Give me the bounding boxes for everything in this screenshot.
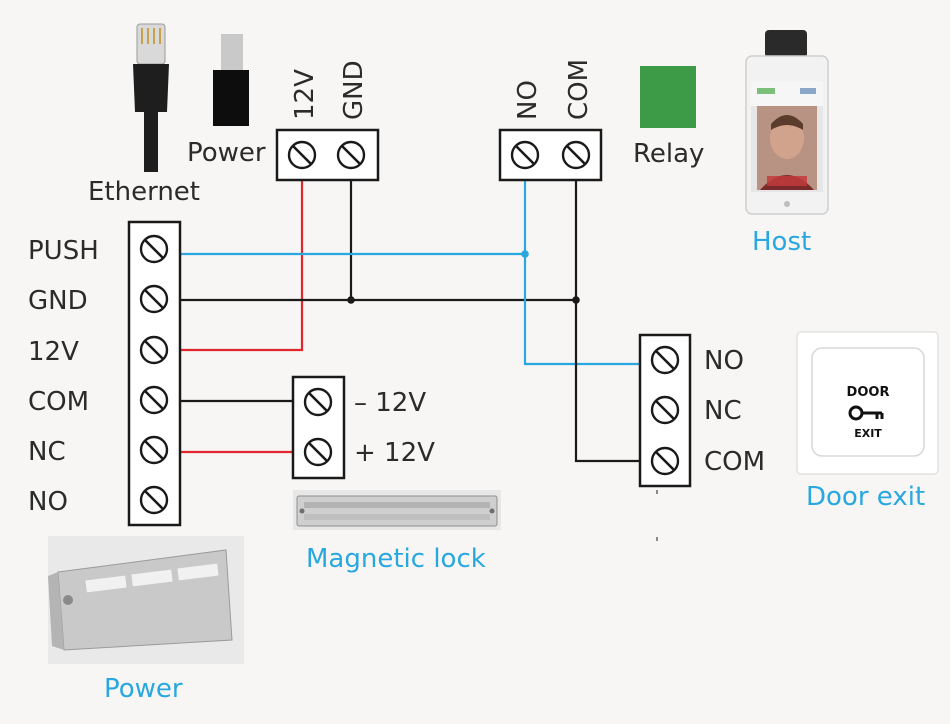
controller-no-label: NO — [28, 487, 68, 517]
power-supply-icon — [48, 536, 244, 664]
host-label: Host — [752, 227, 811, 257]
wire-relay-no — [523, 172, 640, 366]
controller-gnd-label: GND — [28, 286, 88, 316]
controller-terminal-block — [127, 220, 182, 527]
screw-icon — [139, 284, 169, 314]
screw-icon — [287, 140, 317, 170]
push-junction-dot — [521, 250, 529, 258]
screw-icon — [139, 234, 169, 264]
door-button-text-line2: EXIT — [854, 427, 882, 440]
relay-terminal-block — [498, 128, 603, 182]
ethernet-label: Ethernet — [88, 177, 200, 207]
controller-12v-label: 12V — [28, 337, 79, 367]
power-plug-icon — [213, 34, 249, 126]
wire-12v-power — [180, 172, 304, 352]
controller-com-label: COM — [28, 387, 89, 417]
exit-no-label: NO — [704, 346, 744, 376]
controller-push-label: PUSH — [28, 236, 99, 266]
controller-nc-label: NC — [28, 437, 66, 467]
screw-icon — [561, 140, 591, 170]
power-supply-label: Power — [104, 674, 183, 704]
relay-terminal-no-label: NO — [513, 80, 543, 120]
screw-icon — [303, 437, 333, 467]
lock-minus-label: – 12V — [354, 388, 426, 418]
wire-relay-com — [574, 172, 640, 463]
screw-icon — [650, 395, 680, 425]
gnd-junction-dot — [347, 296, 355, 304]
key-icon — [848, 405, 884, 421]
screw-icon — [139, 485, 169, 515]
lock-terminal-block — [291, 375, 346, 480]
magnetic-lock-icon — [293, 490, 501, 530]
exit-nc-label: NC — [704, 396, 742, 426]
screw-icon — [139, 385, 169, 415]
door-exit-button-icon: DOOR EXIT — [796, 331, 939, 475]
power-terminal-12v-label: 12V — [290, 69, 320, 120]
screw-icon — [303, 387, 333, 417]
ethernet-connector-icon — [133, 23, 169, 172]
screw-icon — [650, 446, 680, 476]
door-exit-label: Door exit — [806, 482, 925, 512]
exit-com-label: COM — [704, 447, 765, 477]
screw-icon — [139, 335, 169, 365]
relay-terminal-com-label: COM — [564, 59, 594, 120]
host-device-icon — [745, 30, 829, 215]
screw-icon — [139, 435, 169, 465]
screw-icon — [650, 345, 680, 375]
relay-label: Relay — [633, 139, 704, 169]
power-terminal-block — [275, 128, 380, 182]
power-plug-label: Power — [187, 138, 266, 168]
relay-block-icon — [640, 66, 696, 128]
screw-icon — [510, 140, 540, 170]
com-junction-dot — [572, 296, 580, 304]
exit-terminal-block — [638, 333, 692, 541]
screw-icon — [336, 140, 366, 170]
magnetic-lock-label: Magnetic lock — [306, 544, 486, 574]
power-terminal-gnd-label: GND — [339, 60, 369, 120]
lock-plus-label: + 12V — [354, 438, 435, 468]
door-button-text-line1: DOOR — [847, 385, 890, 400]
